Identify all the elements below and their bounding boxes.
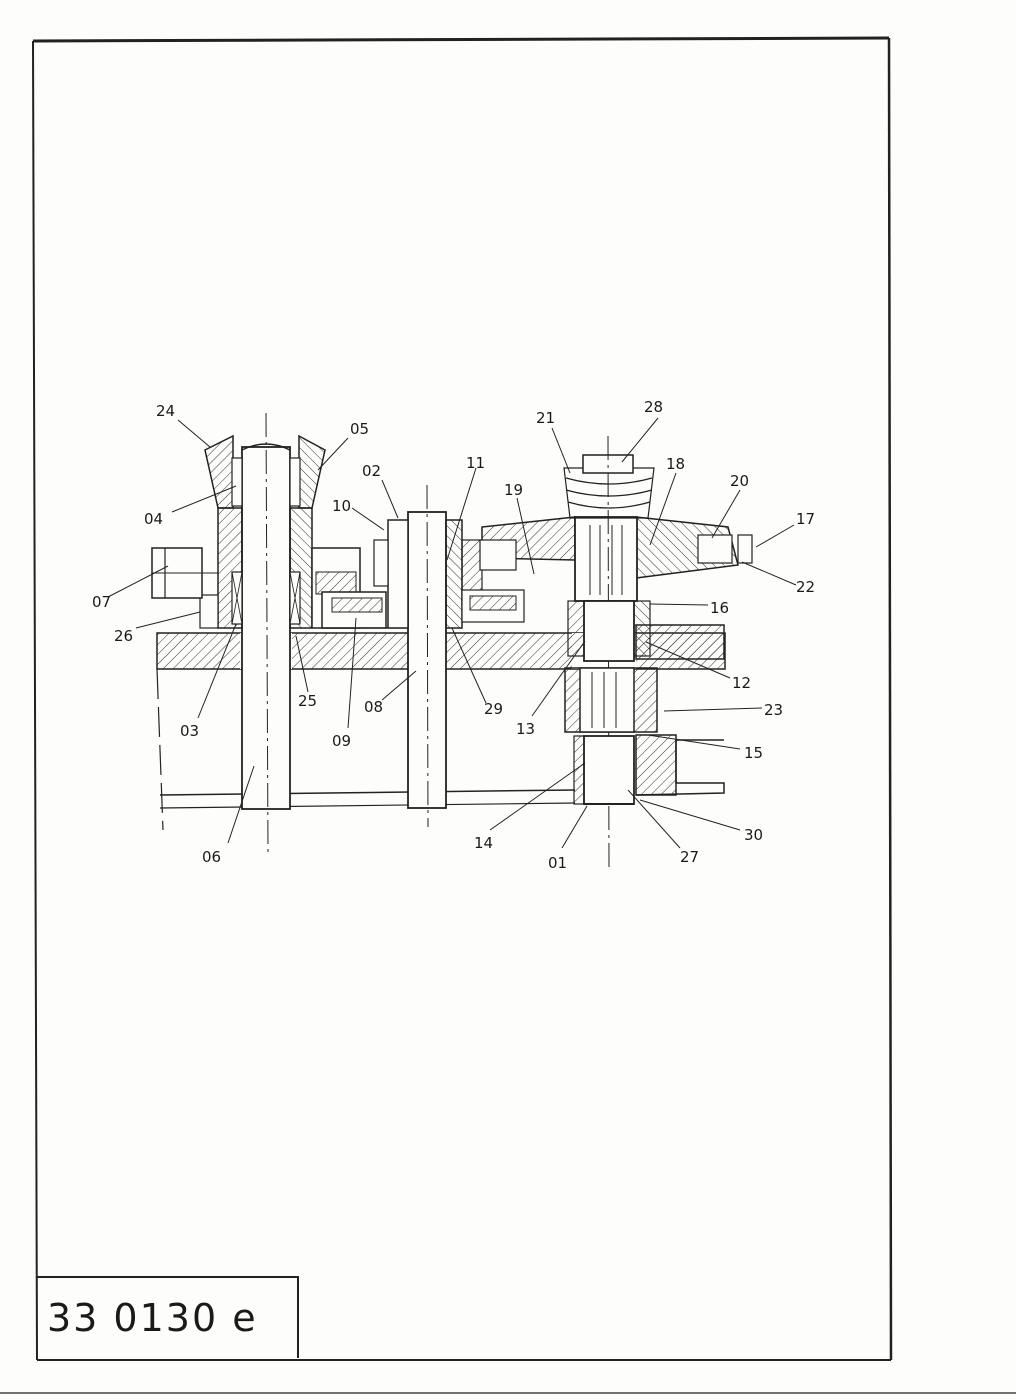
label-13: 13 [516, 720, 535, 738]
label-06: 06 [202, 848, 221, 866]
label-21: 21 [536, 409, 555, 427]
shaft-08 [373, 484, 525, 828]
shaft-06 [241, 412, 291, 853]
label-10: 10 [332, 497, 351, 515]
label-01: 01 [548, 854, 567, 872]
title-block: 33 0130 e [37, 1276, 299, 1358]
label-17: 17 [796, 510, 815, 528]
label-07: 07 [92, 593, 111, 611]
label-26: 26 [114, 627, 133, 645]
label-04: 04 [144, 510, 163, 528]
label-22: 22 [796, 578, 815, 596]
label-02: 02 [362, 462, 381, 480]
label-24: 24 [156, 402, 175, 420]
label-11: 11 [466, 454, 485, 472]
label-27: 27 [680, 848, 699, 866]
label-15: 15 [744, 744, 763, 762]
label-14: 14 [474, 834, 493, 852]
spindle-lower [564, 600, 658, 805]
lower-bracket [635, 624, 725, 796]
label-30: 30 [744, 826, 763, 844]
label-18: 18 [666, 455, 685, 473]
label-12: 12 [732, 674, 751, 692]
label-03: 03 [180, 722, 199, 740]
label-19: 19 [504, 481, 523, 499]
part-number-labels: 01 02 03 04 05 06 07 08 09 10 11 12 13 1… [92, 398, 815, 872]
leader-lines [107, 417, 797, 849]
label-23: 23 [764, 701, 783, 719]
label-08: 08 [364, 698, 383, 716]
label-28: 28 [644, 398, 663, 416]
drawing-code: 33 0130 e [47, 1296, 258, 1340]
label-05: 05 [350, 420, 369, 438]
label-16: 16 [710, 599, 729, 617]
upper-assembly-right [479, 435, 753, 871]
label-20: 20 [730, 472, 749, 490]
label-29: 29 [484, 700, 503, 718]
label-09: 09 [332, 732, 351, 750]
label-25: 25 [298, 692, 317, 710]
gear-09 [321, 591, 408, 629]
